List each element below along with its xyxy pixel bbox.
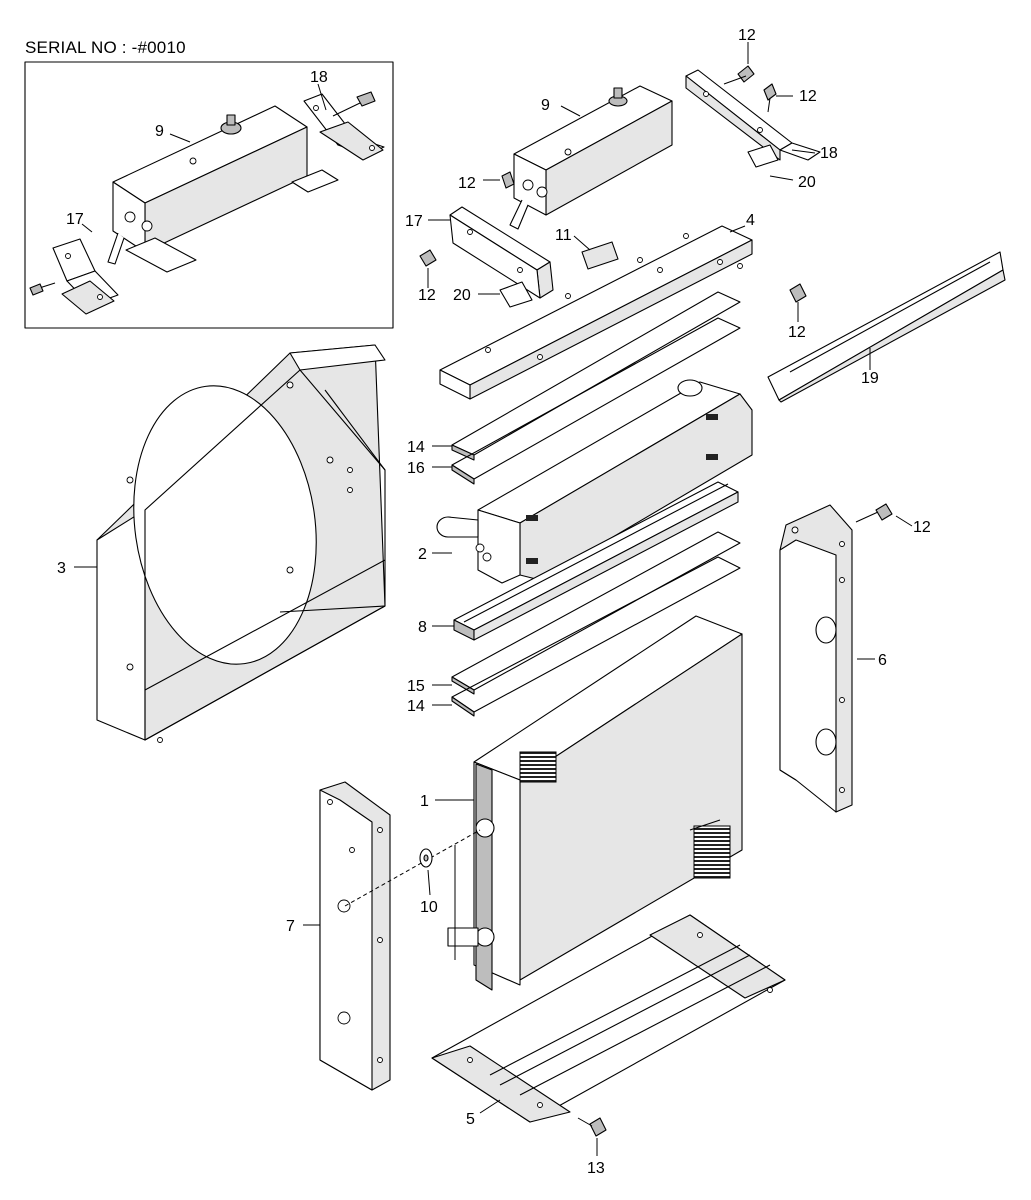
callout-8: 8 [418,619,427,636]
shim-20-left [499,281,533,308]
bolt-12-right [855,503,893,523]
callout-9-main: 9 [541,97,550,114]
callout-numbers: 9 17 18 9 12 12 18 20 12 17 11 4 12 20 1… [57,27,931,1177]
callout-13: 13 [587,1160,605,1177]
callout-20-right: 20 [798,174,816,191]
bolt-12-top [723,65,755,85]
callout-2: 2 [418,546,427,563]
upper-support-bar [439,225,753,400]
callout-12-mid-right: 12 [788,324,806,341]
callout-19: 19 [861,370,879,387]
callout-12-mid-left: 12 [418,287,436,304]
reservoir-tank [509,85,673,230]
callout-10: 10 [420,899,438,916]
inset-bracket-17 [29,238,119,315]
tray-channel [453,481,739,641]
side-bracket-left [319,781,481,1091]
mesh-strip-14-lower [451,556,741,717]
callout-14-upper: 14 [407,439,425,456]
fan-shroud [96,344,386,743]
callout-12-right: 12 [913,519,931,536]
mesh-strip-16 [451,317,741,485]
callout-9-inset: 9 [155,123,164,140]
inset-reservoir-tank [107,105,339,273]
callout-17-inset: 17 [66,211,84,228]
radiator-core [447,615,743,991]
callout-3: 3 [57,560,66,577]
side-bracket-right [779,504,853,813]
callout-4: 4 [746,212,755,229]
inset-frame [24,61,394,329]
callout-16: 16 [407,460,425,477]
bolt-13 [577,1117,607,1137]
callout-12-top: 12 [738,27,756,44]
bolt-12-mid-left [419,249,437,267]
callout-5: 5 [466,1111,475,1128]
inset-bracket-18 [303,91,385,161]
callout-17-main: 17 [405,213,423,230]
callout-12-left: 12 [458,175,476,192]
callout-18-inset: 18 [310,69,328,86]
callout-12-top-right: 12 [799,88,817,105]
bracket-18 [685,69,821,161]
callout-20-left: 20 [453,287,471,304]
seal-strip [767,251,1006,403]
bolt-12-top-right [763,83,777,113]
serial-number-label: SERIAL NO : -#0010 [25,38,186,57]
bracket-17 [449,206,554,299]
callout-1: 1 [420,793,429,810]
bolt-12-mid-right [789,283,807,303]
mesh-strip-15 [451,531,741,695]
callout-11: 11 [555,227,572,244]
shim-20-right [747,144,779,168]
bolt-12-left [501,171,515,189]
base-frame [431,914,786,1123]
callout-6: 6 [878,652,887,669]
oil-cooler [436,379,753,584]
callout-15: 15 [407,678,425,695]
washer [419,848,433,868]
label-plate-11 [581,241,619,270]
callout-18-main: 18 [820,145,838,162]
callout-7: 7 [286,918,295,935]
callout-leaders [74,42,913,1156]
callout-14-lower: 14 [407,698,425,715]
